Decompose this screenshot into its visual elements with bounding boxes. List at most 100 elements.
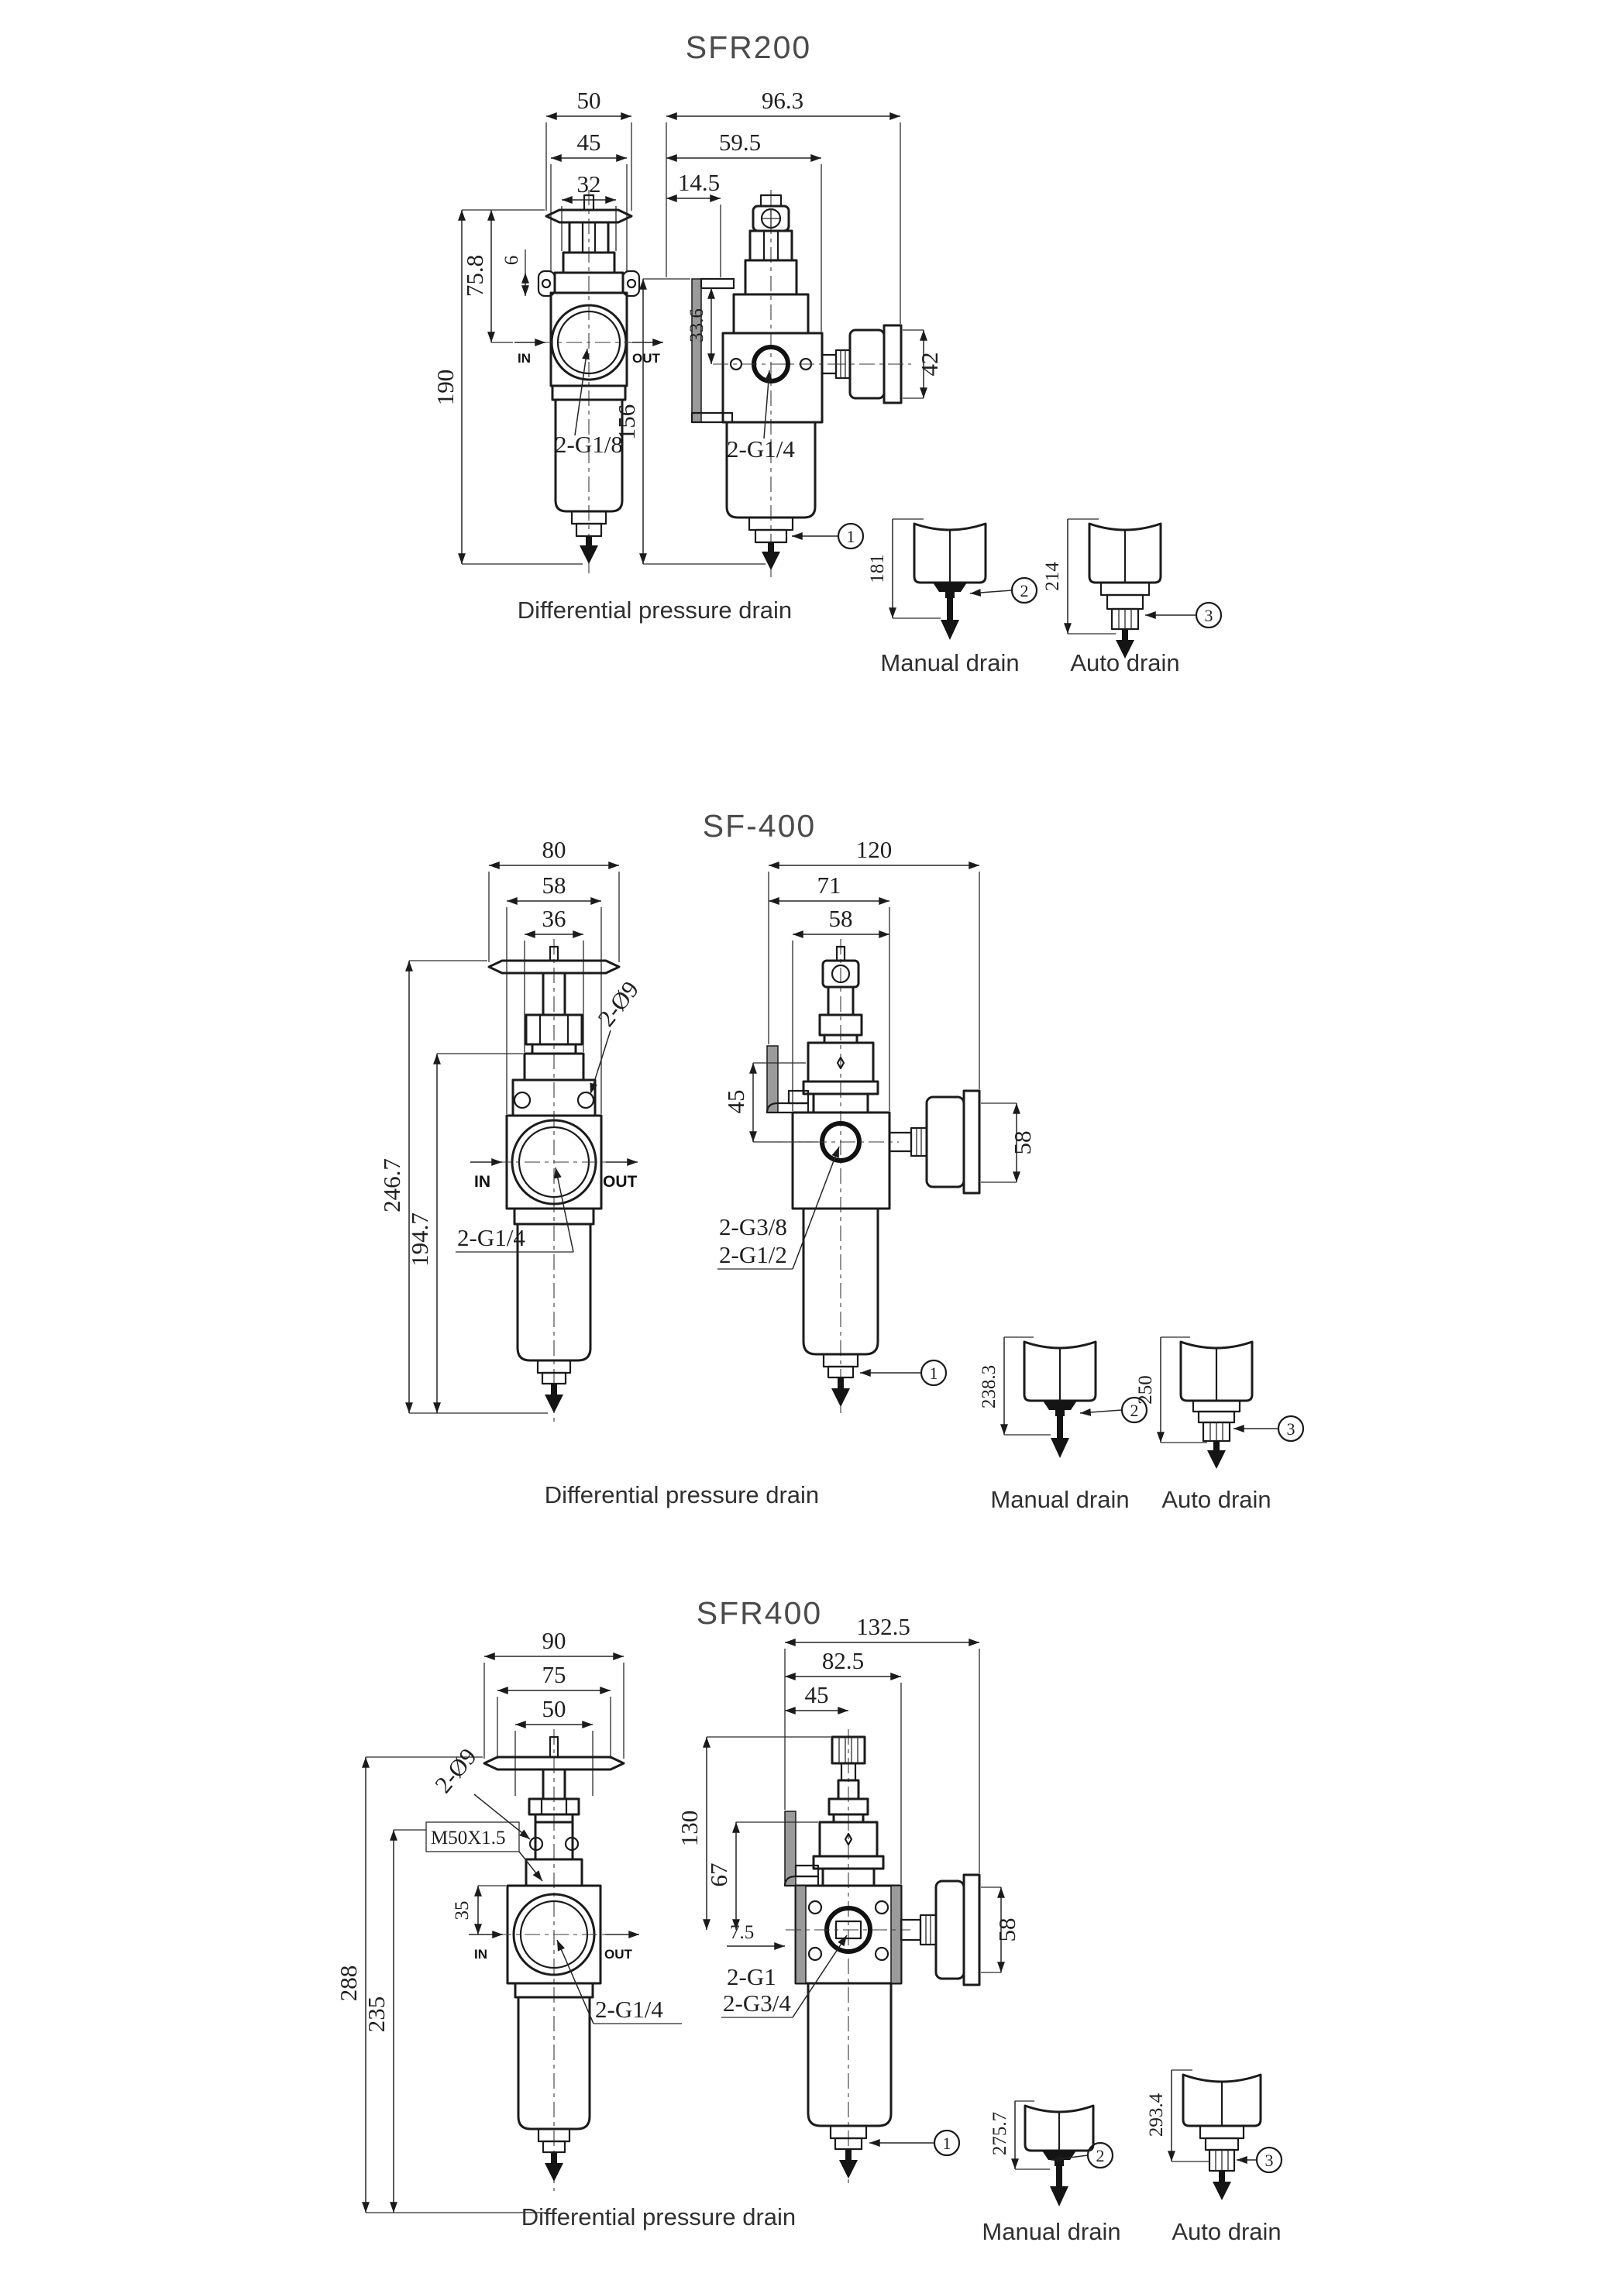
dim-width-71: 71: [817, 872, 841, 899]
bolt-hole: [807, 1946, 823, 1962]
manual-drain-valve: [1043, 1401, 1077, 1416]
dim-height-190: 190: [432, 370, 459, 406]
sfr200-manual-drain: 181 2 Manual drain: [867, 518, 1038, 676]
mount-bracket-foot: [690, 411, 734, 424]
bowl-cup: [913, 522, 987, 584]
port-label: 2-G1/4: [457, 1224, 525, 1251]
manual-drain-valve: [933, 583, 967, 598]
auto-drain-step2: [1204, 2137, 1240, 2151]
body-edge-right: [890, 1885, 902, 1984]
auto-drain-step2: [1197, 1410, 1236, 1424]
bracket-step: [794, 1864, 820, 1878]
bracket-step: [787, 1089, 810, 1105]
sf400-side-view: 120 71 58 45: [717, 836, 1036, 1418]
dim-bracket-33-6: 33.6: [686, 308, 707, 342]
gauge-stem: [888, 1131, 913, 1153]
section-title: SF-400: [703, 808, 816, 844]
bowl-cup: [1023, 1340, 1097, 1402]
caption-auto: Auto drain: [1070, 649, 1179, 676]
vent-mark: [836, 1056, 845, 1070]
dim-height-288: 288: [335, 1965, 362, 2002]
svg-text:2: 2: [1096, 2146, 1105, 2165]
mount-hole: [576, 1091, 595, 1109]
dim-width-36: 36: [542, 905, 566, 932]
dim-body-35: 35: [452, 1901, 473, 1921]
mount-hole: [528, 1836, 544, 1852]
dim-width-45: 45: [805, 1681, 829, 1708]
in-label: IN: [474, 1173, 490, 1191]
drain-flow-arrow: [545, 1384, 563, 1413]
gauge-nut: [910, 1126, 928, 1157]
callout-manual: 2: [1050, 2141, 1114, 2169]
mount-hole: [564, 1836, 580, 1852]
sf400-manual-drain: 238.3 2 Manual drain: [979, 1336, 1148, 1513]
bowl-cup: [1182, 2073, 1262, 2127]
caption-manual: Manual drain: [990, 1486, 1129, 1513]
sfr400-manual-drain: 275.7 2 Manual drain: [982, 2100, 1121, 2245]
dim-manual-275-7: 275.7: [989, 2112, 1010, 2155]
port-label-1: 2-G1: [727, 1963, 776, 1990]
drain-flow-arrow: [1051, 1416, 1069, 1458]
drain-flow-arrow: [1207, 1441, 1226, 1469]
auto-drain-step2: [1106, 593, 1144, 610]
out-label: OUT: [603, 1173, 638, 1191]
dim-width-90: 90: [542, 1627, 566, 1654]
callout-differential: 1: [792, 522, 865, 550]
drain-flow-arrow: [839, 2149, 858, 2179]
dim-gauge-58: 58: [1009, 1131, 1036, 1155]
dim-auto-250: 250: [1135, 1375, 1156, 1405]
svg-text:1: 1: [847, 527, 855, 546]
dim-manual-181: 181: [867, 554, 888, 583]
sfr400-front-view: 90 75 50 2-Ø9 M50X1.5 IN OUT: [335, 1627, 682, 2213]
mount-flange: [487, 959, 621, 975]
out-label: OUT: [632, 351, 661, 366]
drain-flow-arrow: [1050, 2166, 1068, 2206]
port-label-2: 2-G1/2: [719, 1241, 787, 1268]
filter-bowl: [554, 398, 624, 513]
sf400-front-view: 80 58 36 2-Ø9 IN OUT 2-G1/: [378, 836, 644, 1422]
dim-manual-238-3: 238.3: [979, 1365, 1000, 1408]
bolt-hole: [807, 1900, 823, 1915]
drain-flow-arrow: [762, 542, 780, 570]
dim-auto-214: 214: [1042, 562, 1063, 591]
dim-width-50: 50: [542, 1695, 566, 1722]
caption-differential: Differential pressure drain: [545, 1481, 819, 1508]
mount-flange: [483, 1756, 625, 1771]
caption-manual: Manual drain: [982, 2218, 1120, 2245]
gauge-face: [962, 1873, 981, 1986]
dim-width-50: 50: [577, 87, 601, 114]
dim-height-194-7: 194.7: [406, 1212, 433, 1267]
dim-width-75: 75: [542, 1661, 566, 1688]
thread-label-box: [425, 1821, 520, 1852]
dim-bracket-6: 6: [501, 256, 522, 266]
body-edge-left: [795, 1885, 807, 1984]
svg-text:2: 2: [1130, 1401, 1139, 1420]
auto-drain-step1: [1199, 2124, 1245, 2140]
dim-height-130: 130: [676, 1811, 703, 1847]
dim-gauge-58: 58: [993, 1918, 1020, 1942]
port-label: 2-G1/4: [595, 1996, 663, 2023]
dim-height-156: 156: [613, 404, 640, 441]
caption-differential: Differential pressure drain: [521, 2203, 796, 2230]
filter-bowl: [802, 1207, 879, 1356]
port-label-2: 2-G3/4: [723, 1990, 791, 2017]
gauge-body: [925, 1095, 965, 1188]
sf400-auto-drain: 250 3 Auto drain: [1135, 1336, 1305, 1513]
caption-auto: Auto drain: [1161, 1486, 1271, 1513]
bowl-cup: [1179, 1340, 1254, 1402]
bowl-cup: [1024, 2104, 1095, 2152]
callout-auto: 3: [1233, 1415, 1305, 1443]
svg-text:3: 3: [1287, 1419, 1295, 1439]
sfr400-side-view: 132.5 82.5 45 130 67 7.5: [676, 1613, 1020, 2188]
section-title: SFR200: [686, 29, 811, 65]
dim-gauge-42: 42: [916, 353, 943, 377]
handle-bar: [545, 208, 633, 224]
dim-width-120: 120: [856, 836, 893, 863]
dim-width-80: 80: [542, 836, 566, 863]
thread-label: M50X1.5: [431, 1828, 506, 1849]
svg-text:3: 3: [1265, 2151, 1274, 2170]
dim-mid-67: 67: [705, 1863, 732, 1887]
in-label: IN: [518, 351, 531, 366]
drain-flow-arrow: [1116, 629, 1134, 659]
